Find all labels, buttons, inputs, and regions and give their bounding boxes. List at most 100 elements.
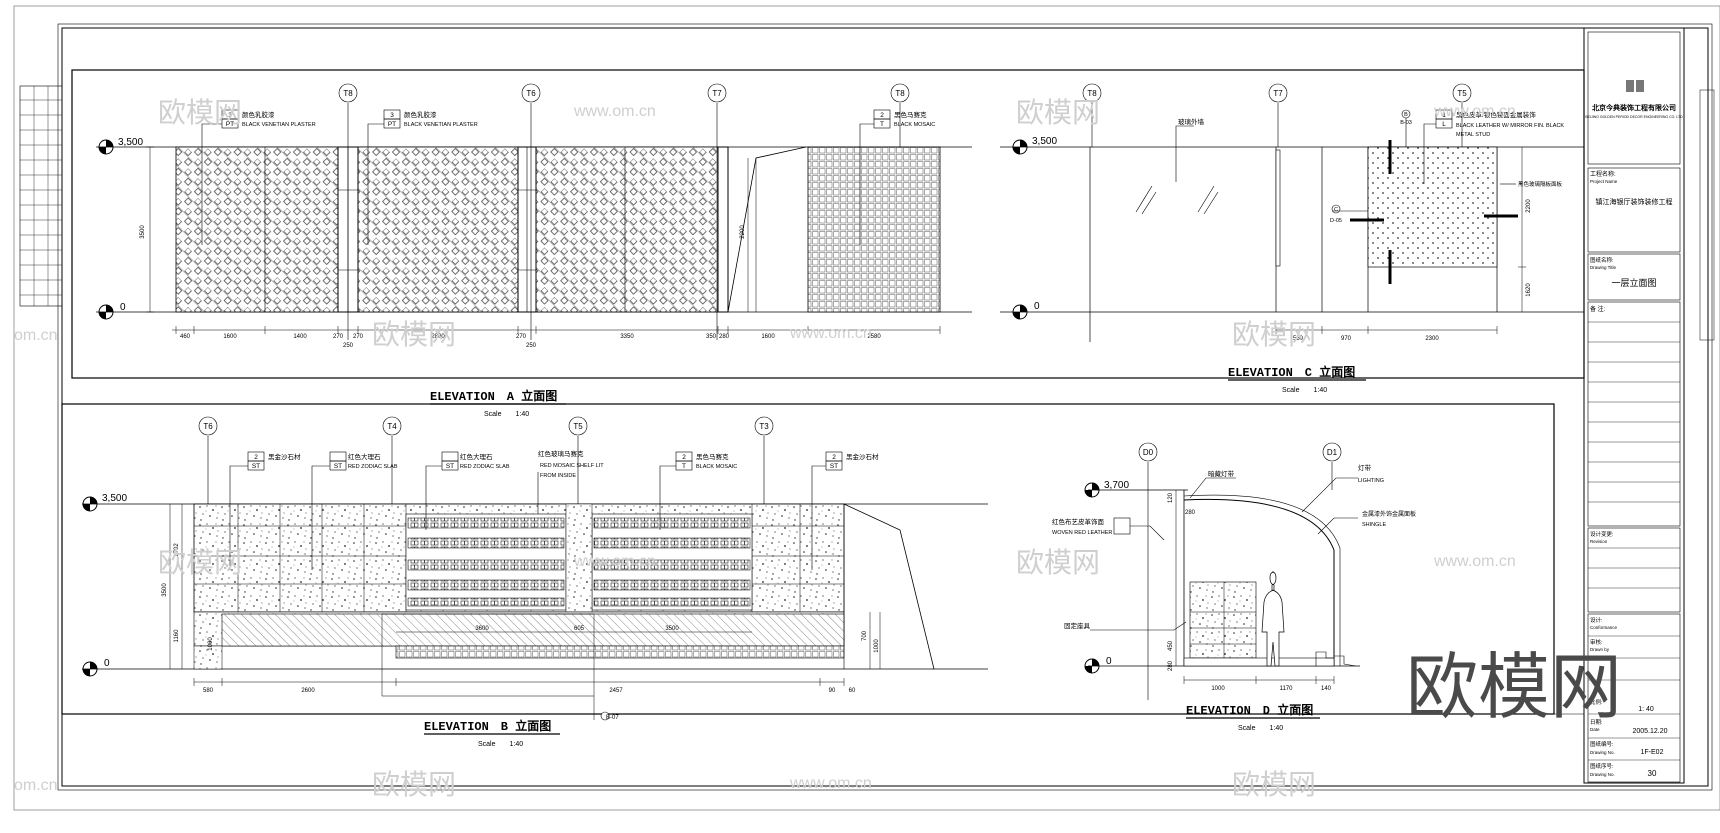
tag-code: ST bbox=[334, 463, 342, 470]
sequence-number: 30 bbox=[1648, 769, 1657, 778]
grid-bubble-label: D1 bbox=[1327, 448, 1338, 457]
watermark-text: www.om.cn bbox=[1433, 553, 1516, 570]
material-note-en: WOVEN RED LEATHER bbox=[1052, 530, 1112, 536]
drawing-title-label-en: Drawing Title bbox=[1590, 265, 1617, 270]
grid-bubble-label: T5 bbox=[573, 422, 583, 431]
dimension-label: 700 bbox=[862, 630, 868, 641]
material-note: 红色玻璃马赛克 bbox=[538, 449, 584, 458]
elevation-d: 3,700 0 D0 D1 暗藏灯带 灯带 LIGHTING 金属漆外饰金属面板… bbox=[1052, 442, 1416, 732]
material-note-en: LIGHTING bbox=[1358, 478, 1384, 484]
dimension-label: 1400 bbox=[293, 334, 307, 340]
dimension-label: 2200 bbox=[1526, 199, 1532, 213]
dimension-label: 350 bbox=[706, 334, 717, 340]
material-note-en: SHINGLE bbox=[1362, 522, 1386, 528]
section-tag: B bbox=[1404, 112, 1408, 118]
grid-bubble-label: T8 bbox=[895, 89, 905, 98]
revision-label-en: Revision bbox=[1590, 539, 1608, 544]
section-ref: D-05 bbox=[1330, 218, 1342, 224]
project-name: 镇江海银厅装饰装修工程 bbox=[1596, 197, 1673, 206]
dimension-label: 2600 bbox=[301, 688, 315, 694]
dimension-label: 270 bbox=[516, 334, 527, 340]
dimension-label: 250 bbox=[343, 343, 354, 349]
level-label: 3,700 bbox=[1104, 480, 1129, 491]
watermark-text: www.om.cn bbox=[573, 553, 656, 570]
company-logo-icon bbox=[1626, 80, 1644, 92]
elevation-scale: Scale 1:40 bbox=[478, 741, 523, 748]
section-ref: B-03 bbox=[1400, 120, 1412, 126]
dimension-label: 550 bbox=[1293, 336, 1304, 342]
grid-bubble-label: D0 bbox=[1143, 448, 1154, 457]
watermark-text: www.om.cn bbox=[789, 775, 872, 792]
drawing-number-label: 图纸编号: bbox=[1590, 740, 1614, 748]
level-label: 0 bbox=[1034, 301, 1040, 312]
material-note: 固定座具 bbox=[1064, 621, 1091, 630]
material-note: 黑色玻璃隔板面板 bbox=[1518, 180, 1563, 188]
level-label: 3,500 bbox=[118, 137, 143, 148]
material-note: 颜色乳胶漆 bbox=[242, 110, 275, 119]
dimension-label: 450 bbox=[1168, 640, 1174, 651]
tag-number: 3 bbox=[390, 112, 394, 119]
dimension-label: 1702 bbox=[174, 543, 180, 557]
grid-bubble-label: T7 bbox=[1273, 89, 1283, 98]
material-note: 黑色皮革/银色镜面金属装饰 bbox=[1456, 110, 1536, 119]
date-value: 2005.12.20 bbox=[1632, 728, 1667, 735]
dimension-label: 1160 bbox=[174, 629, 180, 643]
elevation-scale: Scale 1:40 bbox=[1282, 387, 1327, 394]
watermark-text: www.om.cn bbox=[789, 325, 872, 342]
material-note: 暗藏灯带 bbox=[1208, 469, 1235, 478]
watermark-text: www.om.cn bbox=[573, 103, 656, 120]
elevation-title: ELEVATION B 立面图 bbox=[424, 718, 551, 734]
level-label: 3,500 bbox=[1032, 136, 1057, 147]
grid-bubble-label: T8 bbox=[343, 89, 353, 98]
checker-label: 审核: bbox=[1590, 638, 1603, 646]
remarks-label: 备 注: bbox=[1590, 305, 1606, 313]
dimension-label: 1620 bbox=[1526, 283, 1532, 297]
elevation-title: ELEVATION C 立面图 bbox=[1228, 364, 1355, 380]
dimension-label: 60 bbox=[849, 688, 856, 694]
grid-bubble-label: T5 bbox=[1457, 89, 1467, 98]
company-name-en: BEIJING GOLDEN PERIOD DECOR ENGINEERING … bbox=[1585, 115, 1683, 119]
company-name: 北京今典装饰工程有限公司 bbox=[1592, 103, 1676, 112]
grid-bubble-label: T3 bbox=[759, 422, 769, 431]
drawing-number-label-en: Drawing No. bbox=[1590, 750, 1615, 755]
watermarks: 欧模网 www.om.cn 欧模网 www.om.cn 欧模网 www.om.c… bbox=[14, 97, 1622, 800]
material-note: 黑金沙石材 bbox=[846, 452, 879, 461]
tag-code: PT bbox=[388, 121, 396, 128]
dimension-label: 460 bbox=[180, 334, 191, 340]
tag-code: ST bbox=[830, 463, 838, 470]
tag-code: ST bbox=[252, 463, 260, 470]
dimension-label: 1600 bbox=[761, 334, 775, 340]
dimension-label: 1000 bbox=[1211, 686, 1225, 692]
tag-number: 1 bbox=[1442, 112, 1446, 119]
dimension-label: 2580 bbox=[867, 334, 881, 340]
grid-bubble-label: T8 bbox=[1087, 89, 1097, 98]
level-label: 0 bbox=[1106, 656, 1112, 667]
watermark-text: 欧模网 bbox=[158, 547, 242, 578]
sequence-label: 图纸序号: bbox=[1590, 762, 1614, 770]
dimension-label: 90 bbox=[829, 688, 836, 694]
grid-bubble-label: T6 bbox=[526, 89, 536, 98]
material-note: 颜色乳胶漆 bbox=[404, 110, 437, 119]
drawing-title: 一层立面图 bbox=[1611, 277, 1656, 288]
level-label: 3,500 bbox=[102, 493, 127, 504]
dimension-label: 2200 bbox=[740, 225, 746, 239]
watermark-text: om.cn bbox=[14, 777, 58, 794]
title-block: 北京今典装饰工程有限公司 BEIJING GOLDEN PERIOD DECOR… bbox=[1585, 31, 1683, 783]
tag-number: 2 bbox=[880, 112, 884, 119]
elevation-title: ELEVATION A 立面图 bbox=[430, 388, 557, 404]
watermark-text: 欧模网 bbox=[372, 319, 456, 350]
dimension-label: 280 bbox=[1185, 510, 1196, 516]
scale-value: 1: 40 bbox=[1638, 706, 1654, 713]
material-note-en: RED MOSAIC SHELF LIT bbox=[540, 463, 604, 469]
elevation-scale: Scale 1:40 bbox=[484, 411, 529, 418]
checker-label-en: Drawn by bbox=[1590, 647, 1610, 652]
sequence-label-en: Drawing No. bbox=[1590, 772, 1615, 777]
level-marker: 3,500 0 bbox=[82, 493, 127, 677]
dimension-label: 3600 bbox=[475, 626, 489, 632]
designer-label-en: Conformance bbox=[1590, 625, 1618, 630]
sheet-border bbox=[13, 5, 1720, 811]
dimension-label: 2800 bbox=[431, 334, 445, 340]
dimension-label: 1600 bbox=[223, 334, 237, 340]
material-note-en: BLACK LEATHER W/ MIRROR FIN. BLACK bbox=[1456, 123, 1564, 129]
material-note-en: FROM INSIDE bbox=[540, 473, 576, 479]
